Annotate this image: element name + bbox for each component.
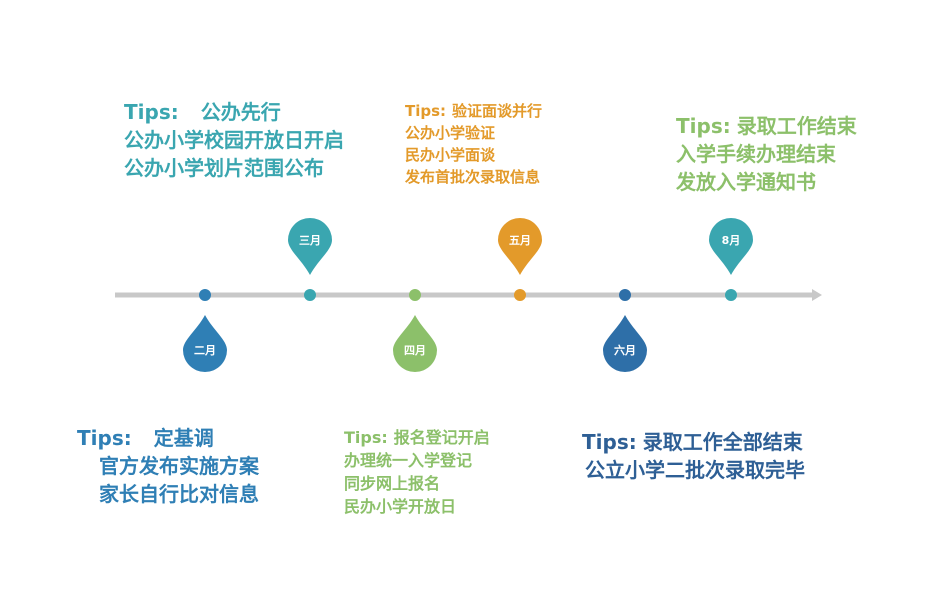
tip-february-line-1: Tips: 定基调 [77, 424, 259, 452]
tip-august-tag: Tips: [676, 114, 731, 138]
tip-march-text-1: 公办先行 [200, 100, 281, 124]
timeline-arrow-icon [812, 289, 822, 301]
milestone-label: 三月 [299, 234, 321, 247]
milestone-marker-icon [498, 218, 542, 275]
tip-may-line-4: 发布首批次录取信息 [405, 168, 541, 186]
milestone-3: 四月 [393, 289, 437, 372]
milestone-4: 五月 [498, 218, 542, 301]
tip-august-line-3: 发放入学通知书 [676, 170, 816, 194]
tip-june-line-2: 公立小学二批次录取完毕 [585, 458, 805, 482]
tip-may-line-2: 公办小学验证 [405, 124, 496, 142]
tip-june-line-1: Tips:录取工作全部结束 [582, 428, 805, 456]
tip-march: Tips: 公办先行 公办小学校园开放日开启 公办小学划片范围公布 [124, 98, 344, 182]
tip-august-line-1: Tips:录取工作结束 [676, 112, 857, 140]
milestone-marker-icon [603, 315, 647, 372]
milestone-dot [514, 289, 526, 301]
tip-may: Tips: 验证面谈并行 公办小学验证 民办小学面谈 发布首批次录取信息 [405, 100, 542, 188]
tip-april-line-2: 办理统一入学登记 [344, 451, 473, 470]
tip-april-line-3: 同步网上报名 [344, 474, 441, 493]
milestone-dot [199, 289, 211, 301]
milestone-5: 六月 [603, 289, 647, 372]
milestone-label: 四月 [404, 344, 426, 357]
milestone-marker-icon [288, 218, 332, 275]
milestone-6: 8月 [709, 218, 753, 301]
tip-april-tag: Tips: [344, 428, 388, 447]
timeline-track [115, 289, 822, 301]
tip-august: Tips:录取工作结束 入学手续办理结束 发放入学通知书 [676, 112, 857, 196]
milestone-marker-icon [183, 315, 227, 372]
tip-february-line-3: 家长自行比对信息 [99, 482, 259, 506]
tip-february-line-2: 官方发布实施方案 [99, 454, 259, 478]
milestone-2: 三月 [288, 218, 332, 301]
tip-april-line-1: Tips: 报名登记开启 [344, 426, 490, 449]
tip-march-line-1: Tips: 公办先行 [124, 98, 344, 126]
milestone-dot [409, 289, 421, 301]
tip-april-text-1: 报名登记开启 [393, 428, 490, 447]
milestone-label: 六月 [614, 343, 636, 357]
tip-march-tag: Tips: [124, 100, 179, 124]
tip-june-text-1: 录取工作全部结束 [642, 430, 803, 454]
milestone-dot [725, 289, 737, 301]
tip-april: Tips: 报名登记开启 办理统一入学登记 同步网上报名 民办小学开放日 [344, 426, 490, 518]
tip-may-text-1: 验证面谈并行 [452, 102, 543, 120]
tip-may-line-1: Tips: 验证面谈并行 [405, 100, 542, 122]
tip-march-line-2: 公办小学校园开放日开启 [124, 128, 344, 152]
milestone-label: 五月 [509, 234, 531, 247]
tip-may-tag: Tips: [405, 102, 447, 120]
tip-may-line-3: 民办小学面谈 [405, 146, 496, 164]
milestone-label: 8月 [722, 234, 741, 247]
tip-august-line-2: 入学手续办理结束 [676, 142, 836, 166]
milestone-1: 二月 [183, 289, 227, 372]
milestone-label: 二月 [194, 344, 216, 357]
milestone-marker-icon [709, 218, 753, 275]
tip-june-tag: Tips: [582, 430, 637, 454]
milestone-dot [304, 289, 316, 301]
milestone-marker-icon [393, 315, 437, 372]
tip-february-text-1: 定基调 [153, 426, 214, 450]
milestone-dot [619, 289, 631, 301]
tip-june: Tips:录取工作全部结束 公立小学二批次录取完毕 [582, 428, 805, 484]
tip-february-tag: Tips: [77, 426, 132, 450]
tip-august-text-1: 录取工作结束 [736, 114, 857, 138]
tip-february: Tips: 定基调 官方发布实施方案 家长自行比对信息 [77, 424, 259, 508]
tip-april-line-4: 民办小学开放日 [344, 497, 457, 516]
tip-march-line-3: 公办小学划片范围公布 [124, 156, 324, 180]
